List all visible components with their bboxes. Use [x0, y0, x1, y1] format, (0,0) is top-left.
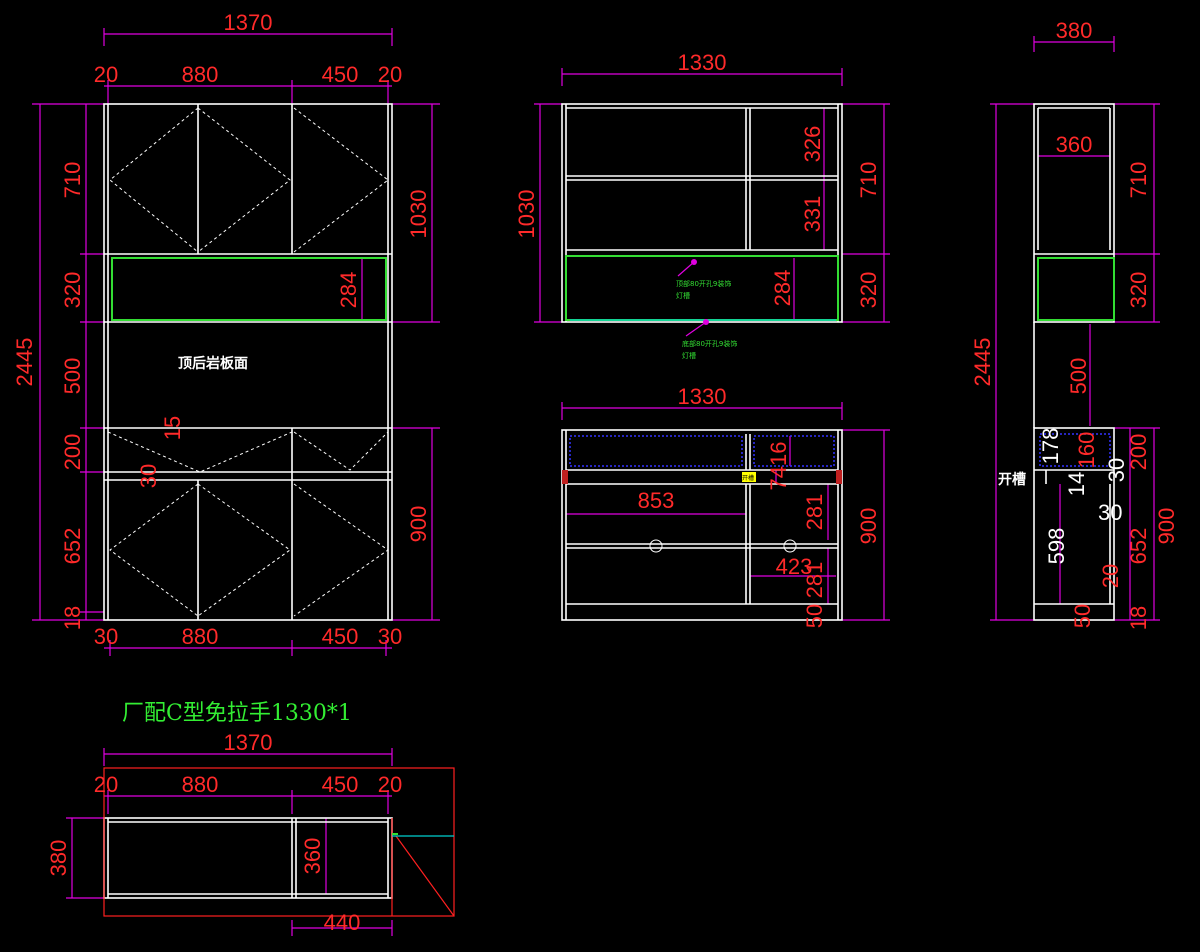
front-bottom-seg-3: 450 [322, 624, 359, 649]
lower-inner-281a: 281 [802, 494, 827, 531]
plan-seg-3: 450 [322, 772, 359, 797]
handle-caption: 厂配C型免拉手1330*1 [122, 701, 352, 726]
upper-note-1b: 灯槽 [676, 291, 690, 300]
lower-inner-423: 423 [776, 554, 813, 579]
section-inner-20: 20 [1098, 564, 1123, 588]
front-inner-284: 284 [336, 272, 361, 309]
front-width: 1370 [224, 10, 273, 35]
lower-inner-50: 50 [802, 604, 827, 628]
front-h-652: 652 [60, 528, 85, 565]
upper-note-2a: 底部80开孔9装饰 [682, 339, 737, 348]
plan-seg-2: 880 [182, 772, 219, 797]
lower-inner-853: 853 [638, 488, 675, 513]
front-h-320: 320 [60, 272, 85, 309]
section-h-652: 652 [1126, 528, 1151, 565]
section-inner-598: 598 [1044, 528, 1069, 565]
section-inner-30b: 30 [1098, 500, 1122, 525]
upper-h-710: 710 [856, 162, 881, 199]
front-seg-1: 20 [94, 62, 118, 87]
upper-inner-326: 326 [800, 126, 825, 163]
front-seg-3: 450 [322, 62, 359, 87]
section-width: 380 [1056, 18, 1093, 43]
front-h-200: 200 [60, 434, 85, 471]
front-bottom-seg-1: 30 [94, 624, 118, 649]
section-inner-width: 360 [1056, 132, 1093, 157]
lower-tag: 开槽 [742, 474, 754, 482]
front-view-labels: 1370 20 880 450 20 2445 710 320 500 200 … [12, 10, 431, 649]
front-inner-15: 15 [160, 416, 185, 440]
lower-inner-281b: 281 [802, 562, 827, 599]
upper-h-1030: 1030 [514, 190, 539, 239]
front-h-500: 500 [60, 358, 85, 395]
front-bottom-seg-2: 880 [182, 624, 219, 649]
section-h-200: 200 [1126, 434, 1151, 471]
front-h-900: 900 [406, 506, 431, 543]
plan-width: 1370 [224, 730, 273, 755]
section-inner-50: 50 [1070, 604, 1095, 628]
section-view [990, 36, 1160, 621]
section-h-18: 18 [1126, 606, 1151, 630]
upper-inner-284: 284 [770, 270, 795, 307]
front-h-710: 710 [60, 162, 85, 199]
lower-inner-7416: 7416 [766, 442, 791, 491]
section-h-710: 710 [1126, 162, 1151, 199]
front-view [32, 28, 440, 656]
front-bottom-seg-4: 30 [378, 624, 402, 649]
plan-bottom-440: 440 [324, 910, 361, 935]
section-slot-label: 开槽 [998, 471, 1026, 488]
upper-note-2b: 灯槽 [682, 351, 696, 360]
lower-elevation [561, 402, 890, 621]
plan-seg-4: 20 [378, 772, 402, 797]
plan-view-labels: 厂配C型免拉手1330*1 1370 20 880 450 20 380 360… [46, 701, 402, 935]
section-inner-14: 14 [1064, 472, 1089, 496]
plan-depth-360: 360 [300, 838, 325, 875]
plan-depth-380: 380 [46, 840, 71, 877]
section-total-height: 2445 [970, 338, 995, 387]
upper-note-1a: 顶部80开孔9装饰 [676, 279, 731, 288]
front-note: 顶后岩板面 [178, 355, 248, 372]
front-seg-4: 20 [378, 62, 402, 87]
front-seg-2: 880 [182, 62, 219, 87]
upper-elevation-labels: 1330 1030 710 320 326 331 284 顶部80开孔9装饰 … [514, 50, 881, 360]
upper-width: 1330 [678, 50, 727, 75]
section-h-320: 320 [1126, 272, 1151, 309]
upper-inner-331: 331 [800, 196, 825, 233]
plan-view [66, 748, 455, 936]
section-h-900: 900 [1154, 508, 1179, 545]
plan-seg-1: 20 [94, 772, 118, 797]
section-inner-160: 160 [1074, 432, 1099, 469]
upper-elevation [534, 68, 890, 337]
front-h-18: 18 [60, 606, 85, 630]
upper-h-320: 320 [856, 272, 881, 309]
lower-h-900: 900 [856, 508, 881, 545]
front-total-height: 2445 [12, 338, 37, 387]
section-inner-178: 178 [1038, 428, 1063, 465]
section-inner-500: 500 [1066, 358, 1091, 395]
front-inner-30: 30 [136, 464, 161, 488]
lower-elevation-labels: 1330 900 853 7416 281 423 281 50 开槽 [638, 384, 881, 628]
lower-width: 1330 [678, 384, 727, 409]
section-view-labels: 380 360 2445 710 320 500 200 652 18 900 … [970, 18, 1179, 630]
front-h-1030: 1030 [406, 190, 431, 239]
section-inner-30a: 30 [1104, 458, 1129, 482]
